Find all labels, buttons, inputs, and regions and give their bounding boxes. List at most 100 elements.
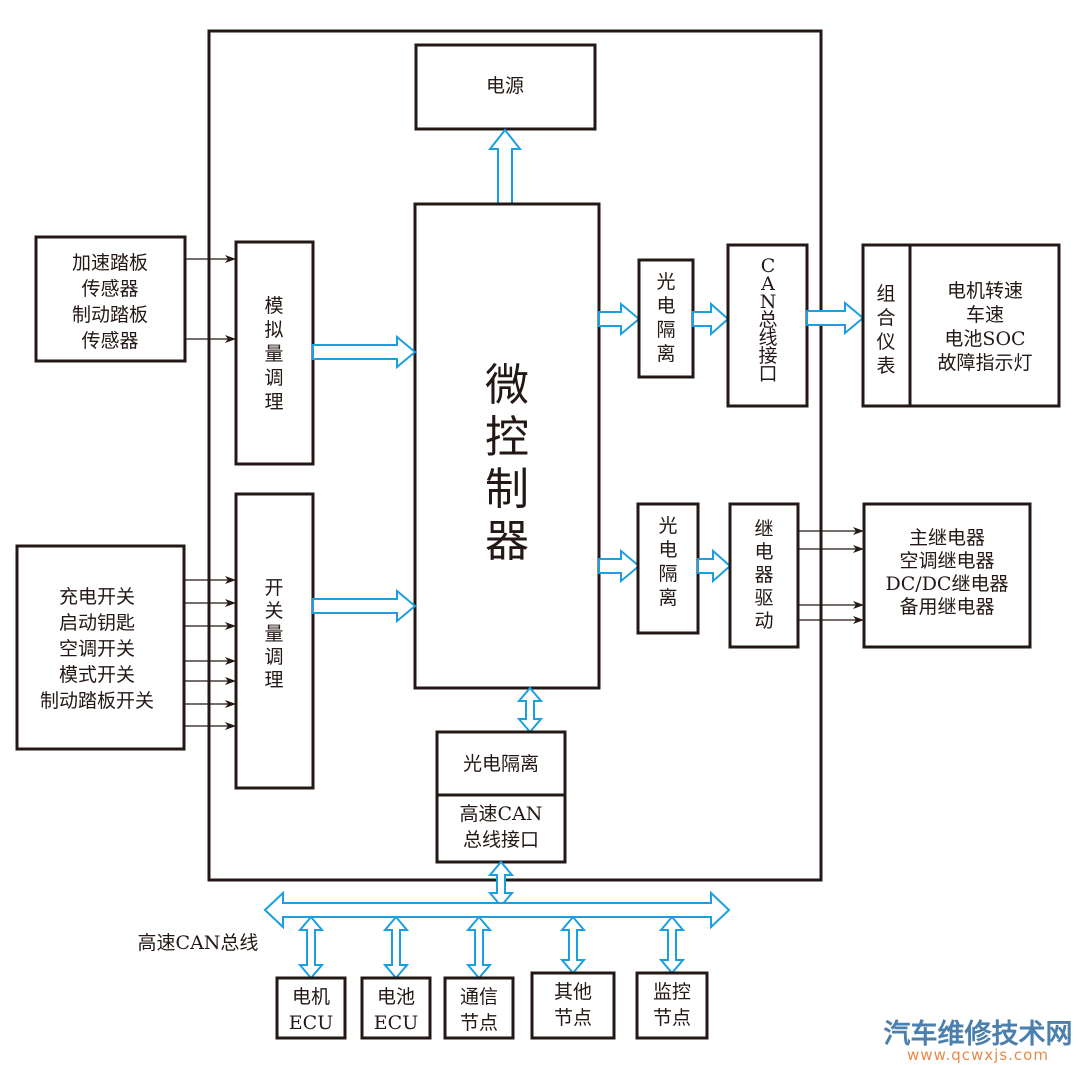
power-label: 电源 — [486, 75, 524, 97]
label-line: 制动踏板 — [72, 304, 148, 326]
label-line: 器 — [754, 564, 773, 586]
label-line: 制动踏板开关 — [40, 690, 154, 712]
arrowhead-icon — [225, 700, 236, 708]
arrow-mcu-opto-bottom — [516, 686, 544, 734]
arrowhead-icon — [225, 335, 236, 343]
high-speed-can-bus — [263, 890, 731, 930]
label-line: 离 — [656, 343, 675, 365]
label-line: 组 — [876, 283, 895, 305]
label-line: 空调开关 — [59, 638, 135, 660]
label-line: 备用继电器 — [899, 596, 994, 618]
label-line: 光 — [656, 271, 675, 293]
node-label: 节点 — [554, 1007, 592, 1029]
label-line: 电 — [658, 539, 677, 561]
node-label: 电池 — [377, 986, 415, 1008]
label-line: 驱 — [754, 587, 773, 609]
label-line: 空调继电器 — [899, 550, 994, 572]
node-label: 通信 — [460, 986, 498, 1008]
label-line: 主继电器 — [909, 527, 985, 549]
label-line: 微 — [485, 360, 529, 411]
label-line: 总 — [758, 309, 777, 331]
arrow-analog-to-mcu — [312, 334, 417, 370]
label-line: 器 — [485, 516, 529, 567]
arrow-mcu-to-opto-top — [598, 301, 641, 337]
bidirectional-arrow-icon — [559, 915, 587, 975]
node-label: ECU — [374, 1012, 418, 1034]
can-node: 电池 ECU — [360, 915, 432, 1040]
label-line: 仪 — [876, 331, 895, 353]
label-line: 拟 — [264, 319, 283, 341]
label-line: 光 — [658, 515, 677, 537]
label-line: 线 — [758, 327, 777, 349]
label-line: 模 — [264, 295, 283, 317]
bidirectional-arrow-icon — [658, 915, 686, 975]
label-line: 制 — [485, 464, 529, 515]
label-line: 合 — [876, 307, 895, 329]
arrowhead-icon — [225, 677, 236, 685]
label-line: 理 — [264, 391, 283, 413]
relay-output-lines — [798, 527, 864, 624]
arrowhead-icon — [853, 545, 864, 553]
arrowhead-icon — [225, 622, 236, 630]
bidirectional-arrow-icon — [297, 915, 325, 980]
label-line: 隔 — [656, 319, 675, 341]
node-label: 监控 — [653, 981, 691, 1003]
switch-signal-lines — [184, 576, 236, 730]
controller-frame — [207, 29, 823, 882]
arrowhead-icon — [225, 576, 236, 584]
label-line: 离 — [658, 587, 677, 609]
opto-mid-label: 光电隔离 — [658, 515, 677, 609]
watermark: 汽车维修技术网 www.qcwxjs.com — [884, 1018, 1073, 1064]
node-label: ECU — [289, 1012, 333, 1034]
label-line: 调 — [264, 646, 283, 668]
arrowhead-icon — [853, 527, 864, 535]
opto-top-box: 光电隔离 — [637, 258, 695, 379]
arrow-can-to-cluster — [806, 300, 865, 336]
pedal-signal-lines — [185, 255, 236, 343]
node-label: 其他 — [554, 981, 592, 1003]
opto-top-label: 光电隔离 — [656, 271, 675, 365]
arrow-switch-to-mcu — [312, 588, 417, 624]
label-line: 口 — [758, 363, 777, 385]
label-line: 调 — [264, 367, 283, 389]
label-line: 电池SOC — [944, 328, 1025, 350]
bidirectional-arrow-icon — [465, 915, 493, 980]
label-line: 传感器 — [81, 278, 138, 300]
opto-bottom-label: 光电隔离 — [463, 753, 539, 775]
label-line: 继 — [754, 518, 773, 540]
label-line: 动 — [754, 610, 773, 632]
opto-mid-box: 光电隔离 — [636, 502, 700, 635]
arrowhead-icon — [853, 616, 864, 624]
label-line: 接 — [758, 345, 777, 367]
label-line: C — [761, 255, 776, 277]
label-line: DC/DC继电器 — [886, 573, 1009, 595]
arrow-mcu-to-opto-mid — [598, 548, 641, 584]
arrowhead-icon — [225, 657, 236, 665]
watermark-title: 汽车维修技术网 — [884, 1018, 1073, 1050]
label-line: A — [760, 273, 775, 295]
arrow-can-iface-to-bus — [487, 860, 515, 908]
label-line: 模式开关 — [59, 664, 135, 686]
label-line: 充电开关 — [59, 586, 135, 608]
label-line: 车速 — [966, 304, 1004, 326]
bidirectional-arrow-icon — [382, 915, 410, 980]
arrowhead-icon — [225, 722, 236, 730]
